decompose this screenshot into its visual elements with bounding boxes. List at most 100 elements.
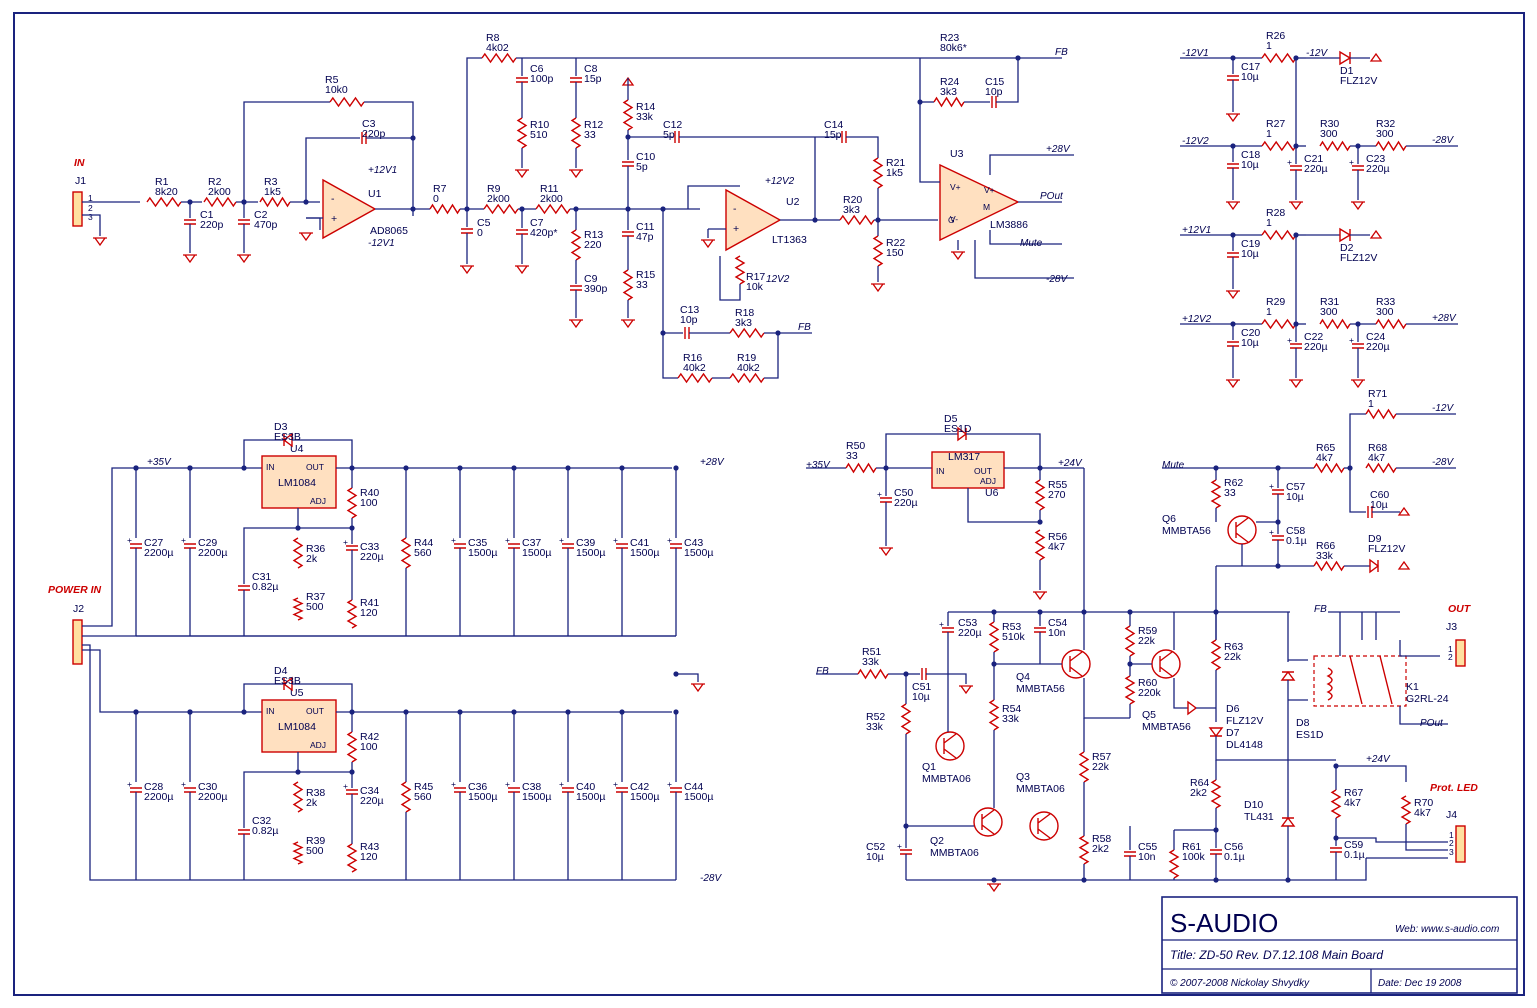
value-r13: 220 (584, 239, 602, 251)
ref-q6: Q6 (1162, 513, 1176, 525)
capacitor-body (1330, 847, 1342, 853)
regulator-u5 (261, 699, 337, 753)
resistor-body (346, 843, 358, 873)
net-rail-mid: -12V (1306, 48, 1328, 59)
title-block: S-AUDIO Web: www.s-audio.com Title: ZD-5… (1161, 896, 1518, 994)
connector-j3 (1455, 639, 1466, 667)
resistor-body (1261, 229, 1297, 241)
zener-d2 (1339, 227, 1352, 243)
pin-vplus2: V+ (984, 185, 995, 195)
wire (989, 154, 1074, 175)
net-u1-vneg: -12V1 (368, 238, 395, 249)
ref-u1: U1 (368, 188, 382, 200)
resistor-body (900, 703, 912, 735)
ref-c12: C12 (663, 119, 682, 131)
resistor-body (872, 235, 884, 267)
ref-c22: C22 (1304, 331, 1323, 343)
part-u1: AD8065 (370, 225, 408, 237)
wire (885, 433, 958, 468)
relay-k1 (1313, 655, 1407, 707)
ground-symbol (1350, 201, 1366, 210)
polarity-mark: + (613, 535, 618, 545)
transistor-q6 (1227, 515, 1257, 545)
value-q2: MMBTA06 (930, 847, 979, 859)
ref-c43: C43 (684, 537, 703, 549)
value-c17: 10µ (1241, 71, 1259, 83)
transistor-symbol (1159, 651, 1173, 677)
value-r41: 120 (360, 607, 378, 619)
value-r21: 1k5 (886, 167, 903, 179)
transistor-symbol (1037, 813, 1051, 839)
section-prot-led-label: Prot. LED (1430, 782, 1478, 794)
value-c31: 0.82µ (252, 581, 279, 593)
value-c37: 1500µ (522, 547, 551, 559)
sheet-date: Date: Dec 19 2008 (1378, 978, 1462, 989)
ref-c3: C3 (362, 118, 376, 130)
ref-c36: C36 (468, 781, 487, 793)
value-r59: 22k (1138, 635, 1156, 647)
ground-symbol (958, 685, 974, 694)
junction-dot (410, 206, 416, 212)
ref-r38: R38 (306, 787, 325, 799)
value-c3: 220p (362, 128, 386, 140)
resistor-body (1124, 675, 1136, 705)
ref-c20: C20 (1241, 327, 1260, 339)
inv-pin-mark: - (733, 203, 737, 215)
resistor-body (857, 668, 889, 680)
resistor-body (516, 117, 528, 149)
junction-dot (673, 709, 679, 715)
net-p35v: +35V (147, 457, 172, 468)
ref-r15: R15 (636, 269, 655, 281)
junction-dot (410, 135, 416, 141)
wire (1399, 640, 1440, 657)
ref-c19: C19 (1241, 238, 1260, 250)
polarity-mark: + (559, 779, 564, 789)
ref-d7: D7 (1226, 727, 1240, 739)
value-r50: 33 (846, 450, 858, 462)
value-c2: 470p (254, 219, 278, 231)
ground-symbol (878, 547, 894, 556)
ref-r71: R71 (1368, 388, 1387, 400)
ground-symbol (1225, 113, 1241, 122)
ground-symbol (1350, 379, 1366, 388)
resistor-body (729, 372, 765, 384)
ref-c1: C1 (200, 209, 214, 221)
wire (996, 58, 1019, 103)
part-u2: LT1363 (772, 234, 807, 246)
junction-dot (1081, 877, 1087, 883)
capacitor-body (461, 228, 473, 234)
value-c58: 0.1µ (1286, 535, 1307, 547)
ref-r54: R54 (1002, 703, 1021, 715)
value-r18: 3k3 (735, 317, 752, 329)
resistor-body (1261, 52, 1297, 64)
value-d7: DL4148 (1226, 739, 1263, 751)
connector-j4 (1455, 825, 1466, 863)
value-r33: 300 (1376, 306, 1394, 318)
ref-r40: R40 (360, 487, 379, 499)
value-c55: 10n (1138, 851, 1156, 863)
value-c18: 10µ (1241, 159, 1259, 171)
value-c39: 1500µ (576, 547, 605, 559)
ref-r52: R52 (866, 711, 885, 723)
wire (305, 137, 360, 202)
wire (974, 240, 1074, 279)
polarity-mark: + (451, 779, 456, 789)
value-d5: ES1D (944, 423, 972, 435)
resistor-body (1365, 408, 1397, 420)
ref-c54: C54 (1048, 617, 1067, 629)
wire (243, 527, 298, 568)
capacitor-body (1227, 252, 1239, 258)
wire (364, 101, 414, 216)
junction-dot (1213, 827, 1219, 833)
capacitor-body (238, 829, 250, 835)
value-c54: 10n (1048, 627, 1066, 639)
resistor-body (292, 597, 304, 621)
value-r23: 80k6* (940, 42, 967, 54)
ground-symbol (1288, 379, 1304, 388)
net-u3-mute: Mute (1020, 238, 1043, 249)
ref-r9: R9 (487, 183, 501, 195)
resistor-body (346, 731, 358, 763)
junction-dot (403, 465, 409, 471)
ref-r39: R39 (306, 835, 325, 847)
capacitor-body (841, 131, 847, 143)
